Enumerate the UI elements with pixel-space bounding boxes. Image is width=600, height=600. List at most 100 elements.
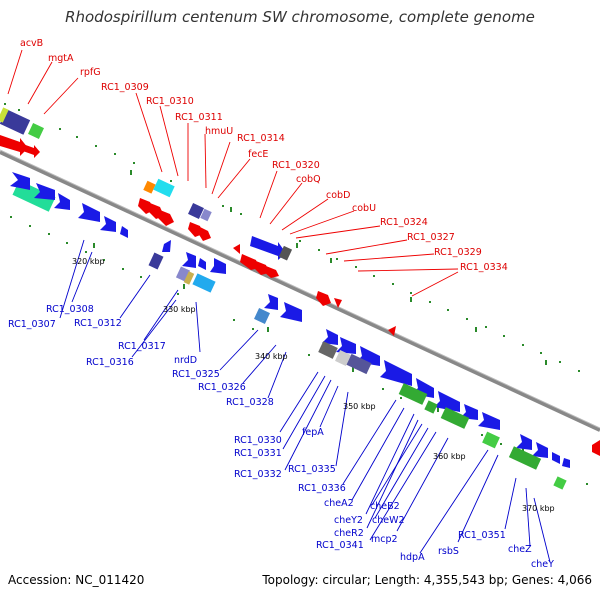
gene-label-cheR2: cheR2 [334,528,364,539]
feature-cyan [153,178,175,198]
gene-label-RC1_0309: RC1_0309 [101,82,149,93]
gene-label-mcp2: mcp2 [371,534,398,545]
gene-label-RC1_0326: RC1_0326 [198,382,246,393]
accession-text: Accession: NC_011420 [8,573,145,587]
feature-blue [250,236,286,260]
forward-features [0,107,600,456]
feature-steelblue [254,308,270,324]
gene-label-RC1_0308: RC1_0308 [46,304,94,315]
gene-label-cheY: cheY [531,559,554,570]
gene-label-cobD: cobD [326,190,350,201]
gene-label-hmuU: hmuU [205,126,233,137]
scale-label: 340 kbp [255,352,288,361]
feature-grey [318,341,338,359]
feature-blue [78,203,100,222]
gene-label-RC1_0307: RC1_0307 [8,319,56,330]
gene-label-RC1_0341: RC1_0341 [316,540,364,551]
feature-blue [532,442,548,458]
gene-label-RC1_0312: RC1_0312 [74,318,122,329]
feature-blue [10,172,30,190]
feature-red [388,326,396,336]
feature-green [482,431,500,449]
feature-blue [562,458,570,468]
feature-green [553,476,567,490]
gene-label-RC1_0332: RC1_0332 [234,469,282,480]
feature-blue [552,452,560,464]
gene-label-RC1_0335: RC1_0335 [288,464,336,475]
reverse-labels: RC1_0308 RC1_0307 RC1_0312 RC1_0317 RC1_… [8,304,554,570]
feature-blue [322,329,338,345]
gene-label-cheZ: cheZ [508,544,532,555]
scale-label: 370 kbp [522,504,555,513]
gene-label-RC1_0334: RC1_0334 [460,262,508,273]
feature-blue [434,391,460,412]
feature-blue [34,183,55,200]
feature-purple [188,203,204,219]
gene-label-RC1_0328: RC1_0328 [226,397,274,408]
gene-label-cheA2: cheA2 [324,498,354,509]
chromosome-backbone-highlight [0,149,600,429]
feature-green [508,446,542,470]
feature-blue [100,216,116,232]
gene-label-RC1_0330: RC1_0330 [234,435,282,446]
feature-yellow [183,271,195,285]
gene-label-cheW2: cheW2 [372,515,405,526]
scale-label: 320 kbp [72,257,105,266]
feature-grey [278,245,293,261]
gene-label-fecE: fecE [248,149,268,160]
reverse-leaders [59,239,551,563]
gene-label-nrdD: nrdD [174,355,197,366]
forward-leaders [7,49,459,297]
feature-green [424,400,438,414]
feature-red [198,227,211,241]
gene-label-cheB2: cheB2 [370,501,400,512]
gene-label-cobU: cobU [352,203,376,214]
scale-label: 350 kbp [343,402,376,411]
feature-blue [182,252,196,268]
summary-text: Topology: circular; Length: 4,355,543 bp… [262,573,592,587]
scale-label: 330 kbp [163,305,196,314]
gene-label-fepA: fepA [302,427,324,438]
feature-blue [516,434,532,450]
gene-label-RC1_0327: RC1_0327 [407,232,455,243]
tick-dots [4,103,588,485]
reverse-features [10,172,570,490]
feature-purple [148,252,164,270]
gene-label-RC1_0331: RC1_0331 [234,448,282,459]
feature-red [0,135,28,156]
feature-blue [120,226,128,238]
forward-labels: acvB mgtA rpfG RC1_0309 RC1_0310 RC1_031… [20,38,508,273]
feature-green [28,123,44,139]
gene-label-cobQ: cobQ [296,174,321,185]
gene-label-rpfG: rpfG [80,67,101,78]
feature-red [158,210,174,226]
feature-lightgrey [335,350,351,366]
gene-label-RC1_0324: RC1_0324 [380,217,428,228]
feature-blue [280,302,302,322]
map-title: Rhodospirillum centenum SW chromosome, c… [65,8,535,26]
gene-label-RC1_0316: RC1_0316 [86,357,134,368]
gene-label-RC1_0311: RC1_0311 [175,112,223,123]
feature-green [398,383,428,405]
feature-blue [162,240,171,252]
gene-label-RC1_0325: RC1_0325 [172,369,220,380]
chromosome-backbone [0,150,600,432]
feature-yellowgreen [0,107,9,123]
scale-labels: 320 kbp 330 kbp 340 kbp 350 kbp 360 kbp … [72,257,555,513]
feature-blue [210,258,226,274]
gene-label-RC1_0317: RC1_0317 [118,341,166,352]
feature-red [233,244,240,254]
gene-label-RC1_0320: RC1_0320 [272,160,320,171]
feature-purple [346,353,372,375]
feature-red [334,298,342,308]
gene-label-cheY2: cheY2 [334,515,363,526]
gene-label-RC1_0329: RC1_0329 [434,247,482,258]
gene-label-acvB: acvB [20,38,43,49]
feature-red [316,291,331,306]
gene-label-RC1_0310: RC1_0310 [146,96,194,107]
feature-orange [143,180,156,194]
feature-purple [0,109,31,135]
feature-red [264,266,279,278]
feature-blue [264,294,278,310]
